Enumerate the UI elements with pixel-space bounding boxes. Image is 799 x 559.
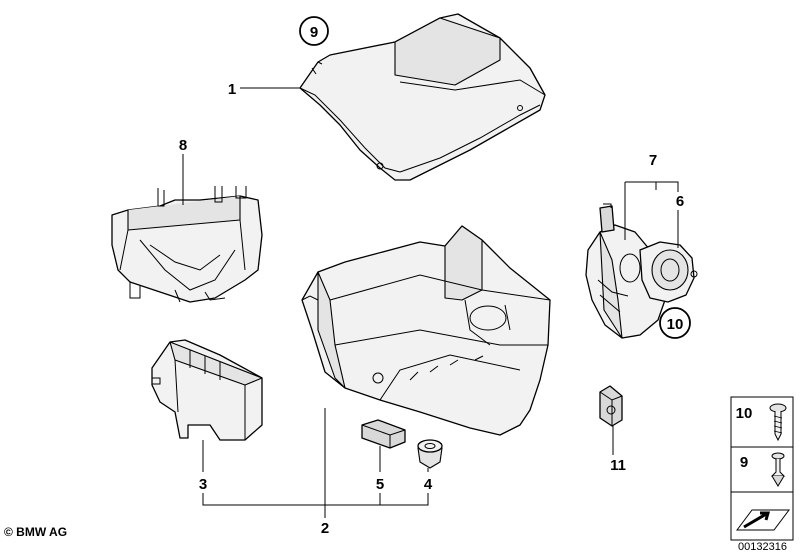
leader-lines <box>182 87 679 518</box>
part-4-grommet <box>417 439 443 469</box>
legend-label-10: 10 <box>736 405 753 422</box>
callout-4: 4 <box>424 476 433 493</box>
callout-6: 6 <box>676 193 684 210</box>
part-8-bracket <box>111 186 263 303</box>
callout-9-circle <box>299 16 329 46</box>
rivet-icon <box>770 452 786 487</box>
part-1-cover <box>299 13 546 181</box>
callout-10-circle <box>659 307 691 339</box>
part-11-clip <box>599 385 623 427</box>
callout-7: 7 <box>649 152 657 169</box>
part-3-holder <box>151 339 263 441</box>
callout-11: 11 <box>610 457 626 474</box>
screw-icon <box>769 403 787 442</box>
copyright-text: © BMW AG <box>4 525 68 539</box>
callout-8: 8 <box>179 137 187 154</box>
callout-1: 1 <box>228 81 236 98</box>
document-number: 00132316 <box>738 541 787 553</box>
arrow-icon <box>736 509 790 531</box>
fastener-legend: 10 9 <box>730 396 794 541</box>
part-5-block <box>361 419 406 449</box>
callout-3: 3 <box>199 476 207 493</box>
callout-numbers: 9 1 8 7 6 10 11 3 5 4 2 <box>179 16 691 537</box>
part-6-cap <box>639 241 698 303</box>
part-2-housing <box>301 225 551 436</box>
legend-label-9: 9 <box>740 454 748 471</box>
callout-9: 9 <box>310 24 318 41</box>
callout-2: 2 <box>321 520 329 537</box>
callout-10: 10 <box>667 316 684 333</box>
callout-5: 5 <box>376 476 384 493</box>
